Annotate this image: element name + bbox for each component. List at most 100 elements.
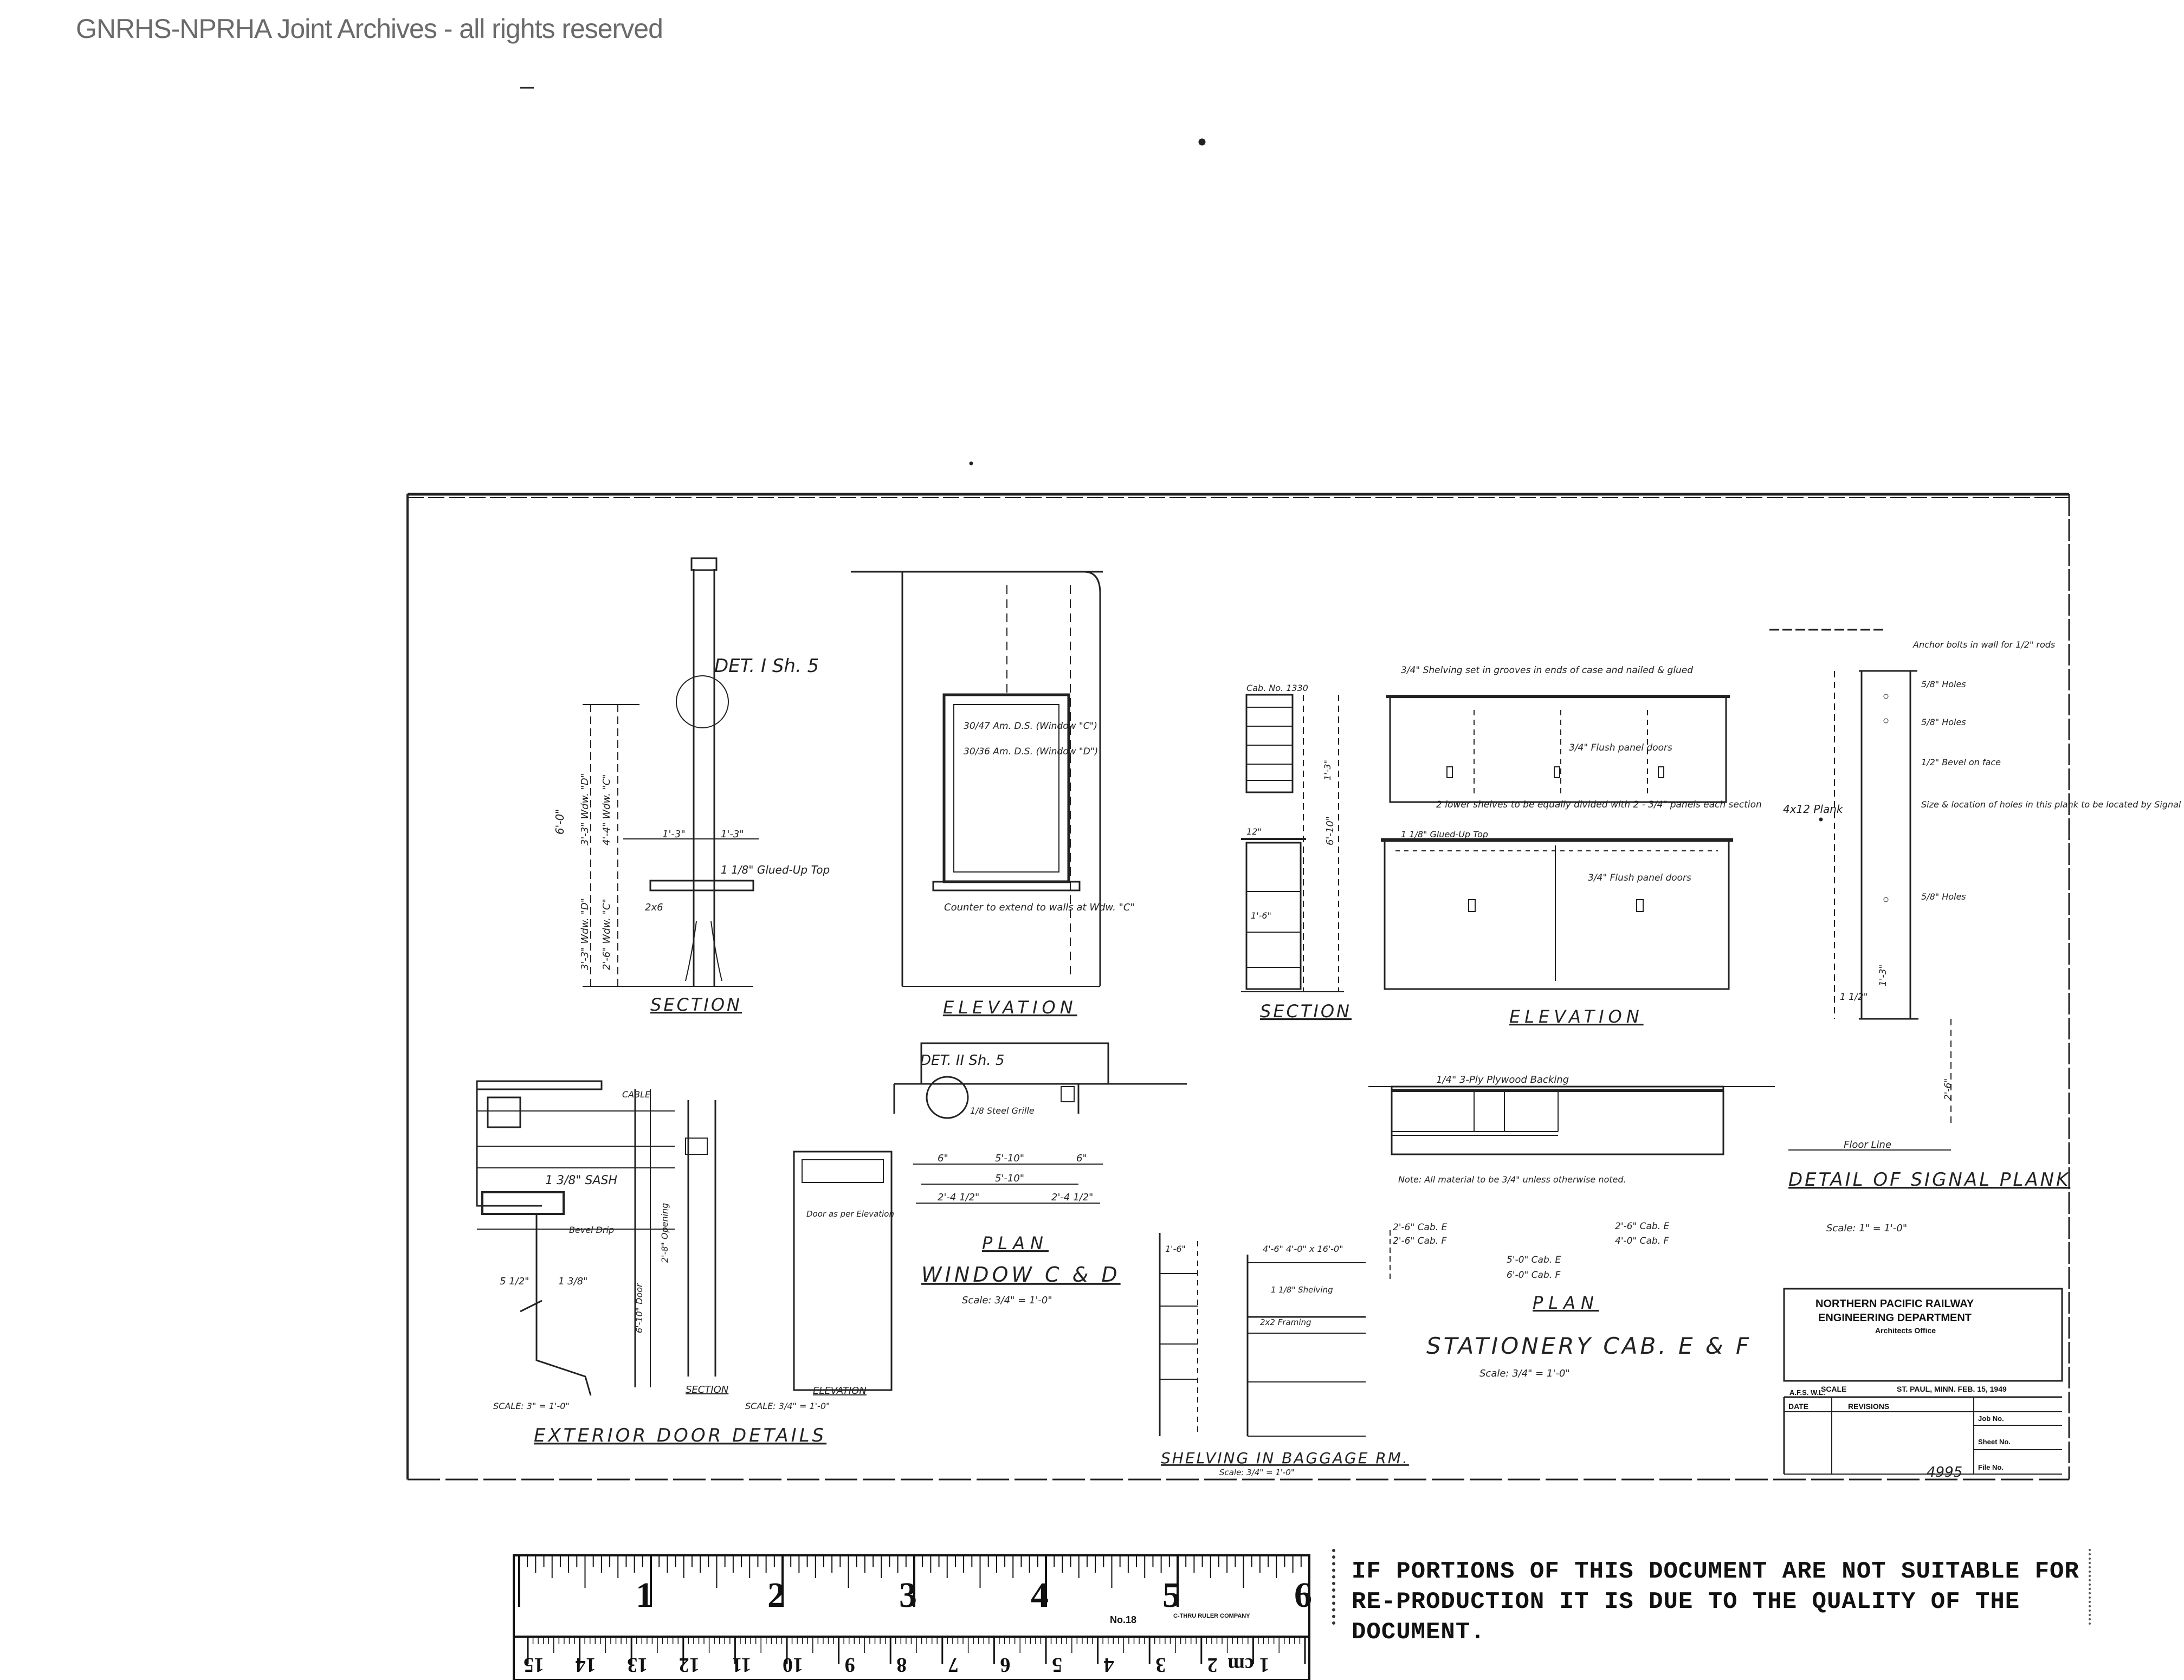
material-note: Note: All material to be 3/4" unless oth… <box>1398 1174 1626 1185</box>
dim-text: 5 1/2" <box>500 1276 529 1287</box>
drawing-number: 4995 <box>1927 1464 1962 1481</box>
window-plan-title: PLAN <box>982 1233 1049 1253</box>
dim-text: 1'-3" <box>662 829 686 840</box>
backing-note: 1/4" 3-Ply Plywood Backing <box>1436 1074 1569 1085</box>
window-d-note: 30/36 Am. D.S. (Window "D") <box>964 746 1098 757</box>
dim-text: 6'-10" <box>1324 816 1336 845</box>
bevel-note: 1/2" Bevel on face <box>1921 757 2001 767</box>
dim-text: 2'-8" Opening <box>660 1203 670 1263</box>
office-name: Architects Office <box>1875 1326 1936 1335</box>
anchor-bolt-note: Anchor bolts in wall for 1/2" rods <box>1912 639 2055 650</box>
revisions-label: REVISIONS <box>1848 1402 1889 1411</box>
hole-note: 5/8" Holes <box>1921 717 1966 727</box>
door-details-drawing <box>476 1080 893 1396</box>
floor-line-label: Floor Line <box>1844 1139 1891 1151</box>
cm-label: 3 <box>1155 1653 1166 1676</box>
dim-text: 5'-10" <box>995 1173 1024 1184</box>
cm-label: 9 <box>845 1653 855 1676</box>
framing-note: 2x2 Framing <box>1260 1317 1311 1327</box>
sheet-border <box>406 493 2070 1481</box>
dim-text: 1'-3" <box>721 829 744 840</box>
signal-plank-title: DETAIL OF SIGNAL PLANK <box>1788 1169 2070 1191</box>
cabinet-label: 2'-6" Cab. E <box>1393 1222 1448 1233</box>
cm-label: 10 <box>783 1653 803 1676</box>
dim-text: 2x6 <box>645 902 663 913</box>
stationery-plan-subtitle: STATIONERY CAB. E & F <box>1426 1333 1752 1359</box>
dim-text: 6'-0" <box>553 809 566 835</box>
door-scale-2: SCALE: 3/4" = 1'-0" <box>745 1401 830 1411</box>
cm-label: 7 <box>948 1653 959 1676</box>
dim-text: 6" <box>1076 1153 1087 1164</box>
glued-top-note: 1 1/8" Glued-Up Top <box>1401 829 1488 839</box>
inch-label: 6 <box>1294 1575 1312 1615</box>
shelving-note: 1 1/8" Shelving <box>1271 1285 1333 1295</box>
date-label: DATE <box>1788 1402 1808 1411</box>
cm-label: 1 cm <box>1227 1653 1269 1676</box>
window-plan-drawing <box>893 1042 1187 1204</box>
cab-no-label: Cab. No. 1330 <box>1246 683 1308 693</box>
cabinet-label: 5'-0" Cab. E <box>1507 1255 1561 1265</box>
scale-label: SCALE <box>1821 1385 1846 1393</box>
cm-label: 11 <box>732 1653 751 1676</box>
baggage-shelving-scale: Scale: 3/4" = 1'-0" <box>1219 1468 1295 1477</box>
stationery-plan-scale: Scale: 3/4" = 1'-0" <box>1479 1368 1570 1379</box>
cabinet-label: 2'-6" Cab. F <box>1393 1236 1447 1246</box>
inch-ticks <box>518 1555 1310 1607</box>
cm-label: 2 <box>1207 1653 1218 1676</box>
baggage-shelving-drawing <box>1159 1233 1366 1437</box>
window-section-title: SECTION <box>650 994 742 1015</box>
stationery-elevation-title: ELEVATION <box>1509 1006 1644 1027</box>
reproduction-notice: IF PORTIONS OF THIS DOCUMENT ARE NOT SUI… <box>1332 1549 2091 1646</box>
door-details-title: EXTERIOR DOOR DETAILS <box>534 1425 826 1446</box>
dim-text: 1 1/2" <box>1840 992 1868 1003</box>
glued-top-note: 1 1/8" Glued-Up Top <box>721 863 830 876</box>
steel-grille-note: 1/8 Steel Grille <box>970 1106 1035 1116</box>
door-note: Door as per Elevation <box>806 1209 894 1219</box>
inch-label: 4 <box>1031 1575 1049 1615</box>
cm-label: 8 <box>896 1653 907 1676</box>
inch-label: 1 <box>636 1575 654 1615</box>
counter-note: Counter to extend to walls at Wdw. "C" <box>944 902 1135 913</box>
plank-label: 4x12 Plank <box>1783 803 1844 816</box>
cable-label: CABLE <box>622 1089 651 1100</box>
det-1-label: DET. I Sh. 5 <box>714 655 819 677</box>
window-plan-subtitle: WINDOW C & D <box>921 1263 1121 1287</box>
measuring-ruler <box>513 1554 1310 1680</box>
door-section-label: SECTION <box>686 1384 728 1395</box>
stationery-elevation-drawing <box>1381 695 1733 990</box>
dim-text: 6'-10" Door <box>634 1283 644 1333</box>
hole-note: 5/8" Holes <box>1921 679 1966 689</box>
signal-plank-scale: Scale: 1" = 1'-0" <box>1826 1223 1907 1234</box>
cm-label: 13 <box>627 1653 648 1676</box>
door-elevation-label: ELEVATION <box>813 1385 867 1397</box>
file-no-label: File No. <box>1978 1463 2004 1471</box>
stationery-plan-drawing <box>1368 1085 1775 1279</box>
cm-label: 15 <box>524 1653 544 1676</box>
flush-doors-note: 3/4" Flush panel doors <box>1588 873 1691 883</box>
cm-label: 5 <box>1052 1653 1062 1676</box>
department-name: ENGINEERING DEPARTMENT <box>1818 1312 1972 1324</box>
dim-text: 3'-3" Wdw. "D" <box>579 773 591 845</box>
dim-text: 3'-3" Wdw. "D" <box>579 898 591 970</box>
dim-text: 12" <box>1246 826 1262 837</box>
cm-label: 6 <box>1000 1653 1010 1676</box>
window-plan-scale: Scale: 3/4" = 1'-0" <box>962 1295 1052 1306</box>
cm-label: 14 <box>576 1653 596 1676</box>
drawn-by: A.F.S. W.L. <box>1789 1388 1825 1397</box>
window-elevation-title: ELEVATION <box>943 997 1077 1018</box>
inch-label: 3 <box>899 1575 917 1615</box>
window-elevation-drawing <box>851 571 1103 987</box>
dim-text: 1 3/8" <box>558 1276 587 1287</box>
cm-label: 4 <box>1104 1653 1114 1676</box>
signal-plank-drawing <box>1769 629 1952 1151</box>
dim-text: 2'-4 1/2" <box>938 1192 979 1203</box>
dim-text: 1'-3" <box>1322 760 1333 780</box>
sash-note: 1 3/8" SASH <box>545 1174 617 1187</box>
title-block <box>1783 1288 2063 1475</box>
ruler-maker: C-THRU RULER COMPANY <box>1173 1613 1250 1619</box>
dim-text: 1'-6" <box>1251 910 1271 921</box>
dim-text: 2'-6" <box>1943 1078 1954 1100</box>
cabinet-label: 6'-0" Cab. F <box>1507 1270 1561 1281</box>
